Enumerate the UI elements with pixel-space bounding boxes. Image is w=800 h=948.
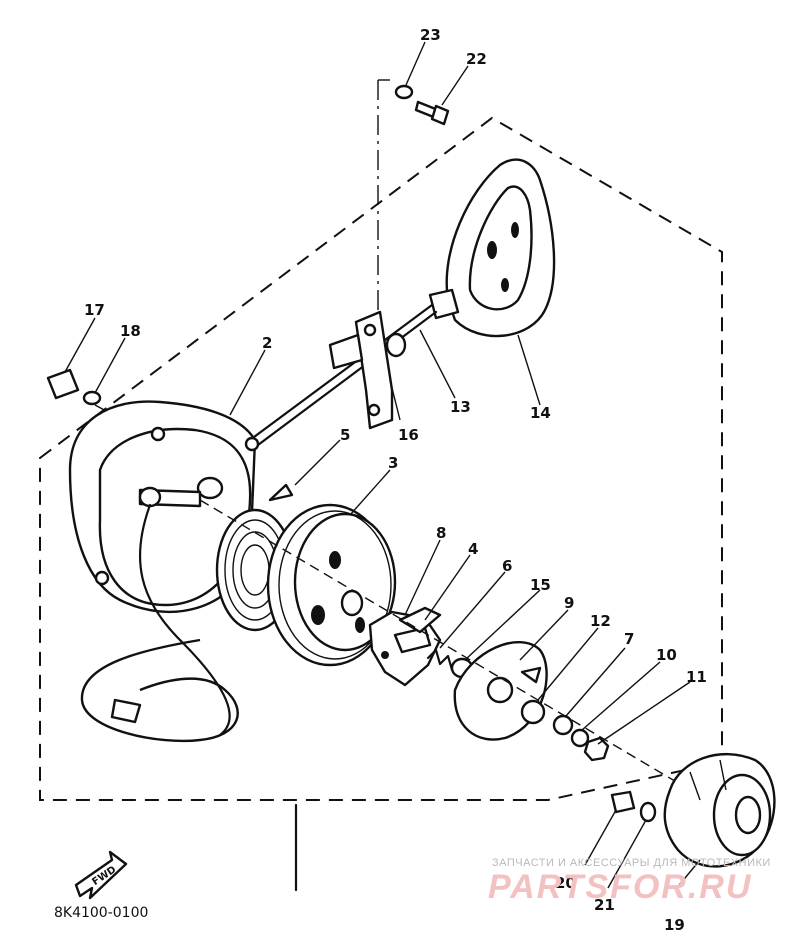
- label-17: 17: [84, 301, 105, 319]
- nut-11: [583, 736, 610, 762]
- watermark-brand: PARTSFOR.RU: [488, 868, 752, 906]
- sheave-drum-3: [266, 503, 397, 667]
- label-2: 2: [262, 334, 272, 352]
- label-19: 19: [664, 916, 685, 934]
- stop-switch-wire: [80, 638, 239, 743]
- label-5: 5: [340, 426, 350, 444]
- starter-case-2: [68, 400, 260, 737]
- label-6: 6: [502, 557, 512, 575]
- label-21: 21: [594, 896, 615, 914]
- rope-guide-16: [328, 310, 407, 430]
- bolt-17: [46, 368, 80, 400]
- start-handle-14: [428, 158, 556, 338]
- label-14: 14: [530, 404, 551, 422]
- fwd-arrow-icon: FWD: [74, 850, 128, 900]
- washer-18: [82, 390, 102, 406]
- label-4: 4: [468, 540, 478, 558]
- bolt-22: [414, 100, 450, 126]
- watermark-tagline: ЗАПЧАСТИ И АКСЕССУАРЫ ДЛЯ МОТОТЕХНИКИ: [492, 857, 771, 869]
- label-13: 13: [450, 398, 471, 416]
- label-3: 3: [388, 454, 398, 472]
- label-22: 22: [466, 50, 487, 68]
- watermark: ЗАПЧАСТИ И АКСЕССУАРЫ ДЛЯ МОТОТЕХНИКИ PA…: [488, 857, 771, 906]
- washer-12: [520, 699, 546, 725]
- label-16: 16: [398, 426, 419, 444]
- label-8: 8: [436, 524, 446, 542]
- label-9: 9: [564, 594, 574, 612]
- part-labels: 23 22 17 18 2 5 16 13 14 3 8 4 6 15 9 12…: [84, 26, 707, 934]
- assembly-axis: [199, 499, 691, 791]
- wire-connector: [110, 698, 142, 724]
- label-7: 7: [624, 630, 634, 648]
- bolt-20: [610, 790, 636, 814]
- washer-10: [570, 728, 590, 748]
- label-20: 20: [555, 874, 576, 892]
- label-15: 15: [530, 576, 551, 594]
- label-10: 10: [656, 646, 677, 664]
- starter-cup-19: [663, 752, 776, 868]
- label-12: 12: [590, 612, 611, 630]
- rope-13-b: [252, 310, 438, 450]
- rope-13: [248, 303, 434, 442]
- leader-lines: [64, 41, 701, 891]
- washer-7: [552, 714, 574, 736]
- label-18: 18: [120, 322, 141, 340]
- label-23: 23: [420, 26, 441, 44]
- label-11: 11: [686, 668, 707, 686]
- washer-21: [639, 801, 657, 823]
- drawing-code: 8K4100-0100: [54, 905, 148, 921]
- washer-23: [394, 84, 414, 100]
